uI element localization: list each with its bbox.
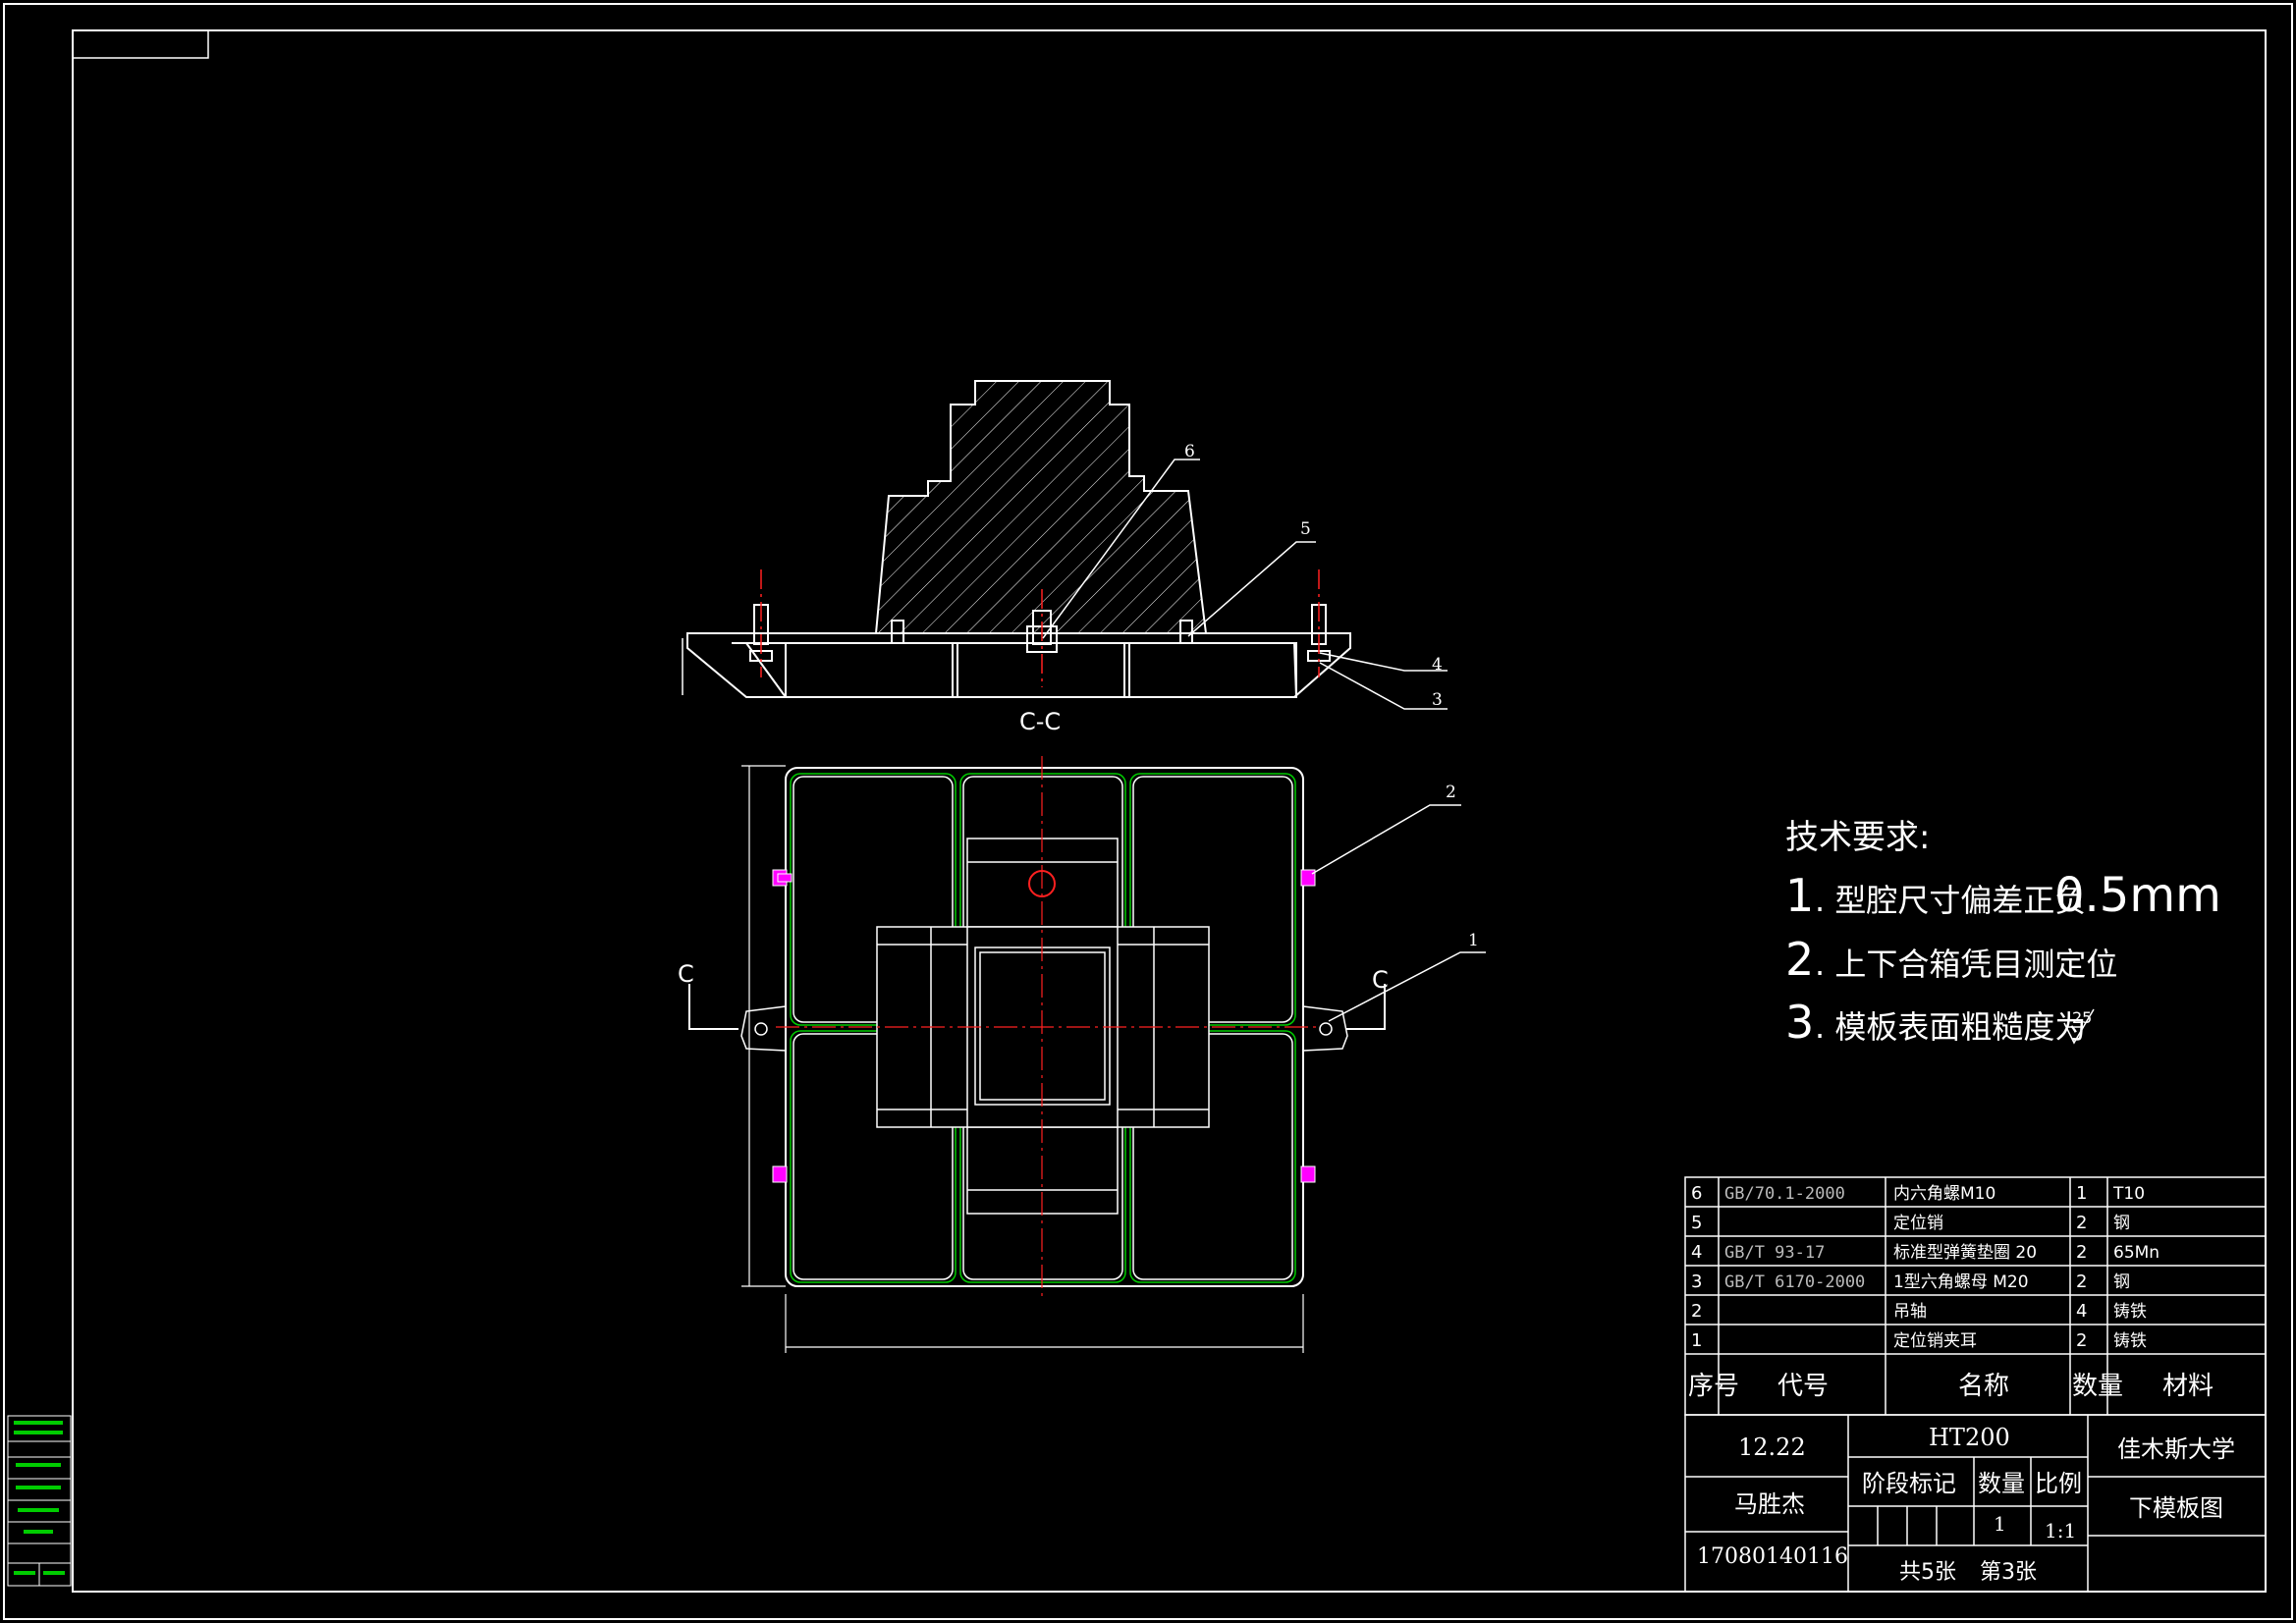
req-1-suffix: 0.5mm <box>2054 868 2221 923</box>
section-centerlines <box>760 569 1320 687</box>
part-no: 3 <box>1691 1271 1702 1292</box>
student-id: 17080140116 <box>1697 1544 1848 1569</box>
header-code: 代号 <box>1777 1372 1829 1401</box>
req-2-num: 2 <box>1785 933 1814 986</box>
plan-view <box>688 765 1386 1353</box>
part-name: 标准型弹簧垫圈 20 <box>1893 1243 2037 1263</box>
part-qty: 2 <box>2076 1271 2087 1292</box>
inner-border <box>72 29 2267 1593</box>
cut-label-right: C <box>1372 966 1389 994</box>
part-name: 内六角螺M10 <box>1893 1184 1995 1204</box>
part-material: 铸铁 <box>2113 1331 2147 1351</box>
callout-2: 2 <box>1446 783 1456 802</box>
part-name: 吊轴 <box>1893 1302 1927 1322</box>
header-no: 序号 <box>1688 1372 1739 1401</box>
scale-label: 比例 <box>2035 1470 2082 1497</box>
part-no: 5 <box>1691 1213 1702 1233</box>
part-no: 2 <box>1691 1301 1702 1322</box>
author: 马胜杰 <box>1734 1490 1805 1518</box>
section-view-cc <box>682 380 1351 698</box>
cut-label-left: C <box>678 960 694 988</box>
callout-4: 4 <box>1432 655 1443 675</box>
part-no: 1 <box>1691 1330 1702 1351</box>
part-material: T10 <box>2112 1184 2145 1204</box>
left-stamp-table <box>7 1415 72 1587</box>
part-no: 6 <box>1691 1183 1702 1204</box>
sheets: 共5张 <box>1899 1560 1956 1585</box>
parts-list <box>1684 1176 2267 1416</box>
callout-6: 6 <box>1184 442 1195 461</box>
part-code: GB/T 6170-2000 <box>1724 1272 1865 1292</box>
header-material: 材料 <box>2162 1372 2214 1401</box>
part-material: 钢 <box>2113 1214 2130 1233</box>
date: 12.22 <box>1738 1434 1806 1461</box>
part-name: 1型六角螺母 M20 <box>1893 1272 2029 1292</box>
header-qty: 数量 <box>2072 1372 2123 1401</box>
req-3-suffix: 25 <box>2072 1008 2092 1027</box>
part-material: 钢 <box>2113 1272 2130 1292</box>
part-material: 铸铁 <box>2113 1302 2147 1322</box>
part-no: 4 <box>1691 1242 1702 1263</box>
stage-label: 阶段标记 <box>1862 1470 1956 1497</box>
part-qty: 2 <box>2076 1242 2087 1263</box>
roughness-symbol <box>2063 1008 2095 1045</box>
part-qty: 1 <box>2076 1183 2087 1204</box>
part-qty: 4 <box>2076 1301 2087 1322</box>
school: 佳木斯大学 <box>2117 1435 2235 1463</box>
part-code: GB/70.1-2000 <box>1724 1184 1845 1204</box>
qty-label: 数量 <box>1978 1470 2025 1497</box>
part-code: GB/T 93-17 <box>1724 1243 1825 1263</box>
part-name: 定位销 <box>1893 1214 1943 1233</box>
corner-tag <box>72 29 209 59</box>
callout-5: 5 <box>1300 519 1311 539</box>
hatched-pattern-block <box>874 380 1208 634</box>
tech-requirements: 技术要求: 1 . 型腔尺寸偏差正负 0.5mm 2 . 上下合箱凭目测定位 3… <box>1785 818 2221 1049</box>
req-3-num: 3 <box>1785 996 1814 1049</box>
lifting-pins <box>772 869 1316 1183</box>
sheet-no: 第3张 <box>1980 1560 2037 1585</box>
title-block <box>1684 1414 2267 1593</box>
part-material: 65Mn <box>2113 1243 2159 1263</box>
req-2-text: . 上下合箱凭目测定位 <box>1815 946 2117 983</box>
plan-centerlines <box>776 756 1316 1296</box>
part-qty: 2 <box>2076 1330 2087 1351</box>
callout-3: 3 <box>1432 690 1443 710</box>
header-name: 名称 <box>1958 1372 2009 1401</box>
material: HT200 <box>1929 1424 2010 1451</box>
section-label: C-C <box>1019 708 1061 735</box>
parts-headers: 序号 代号 名称 数量 材料 <box>1688 1372 2214 1401</box>
scale: 1:1 <box>2045 1519 2076 1542</box>
qty: 1 <box>1994 1512 2006 1536</box>
req-1-num: 1 <box>1785 869 1814 922</box>
part-qty: 2 <box>2076 1213 2087 1233</box>
drawing-name: 下模板图 <box>2129 1494 2223 1522</box>
plan-leaders <box>1311 804 1486 1022</box>
part-name: 定位销夹耳 <box>1893 1331 1977 1351</box>
outer-border <box>3 3 2293 1620</box>
section-leaders <box>1042 459 1448 710</box>
tech-heading: 技术要求: <box>1785 818 1930 857</box>
callout-1: 1 <box>1468 931 1479 950</box>
req-3-text: . 模板表面粗糙度为 <box>1815 1008 2086 1046</box>
title-block-text: 12.22 HT200 佳木斯大学 阶段标记 数量 比例 马胜杰 下模板图 1 … <box>1697 1424 2235 1585</box>
req-1-text: . 型腔尺寸偏差正负 <box>1815 882 2086 919</box>
locating-hole <box>1028 870 1056 897</box>
